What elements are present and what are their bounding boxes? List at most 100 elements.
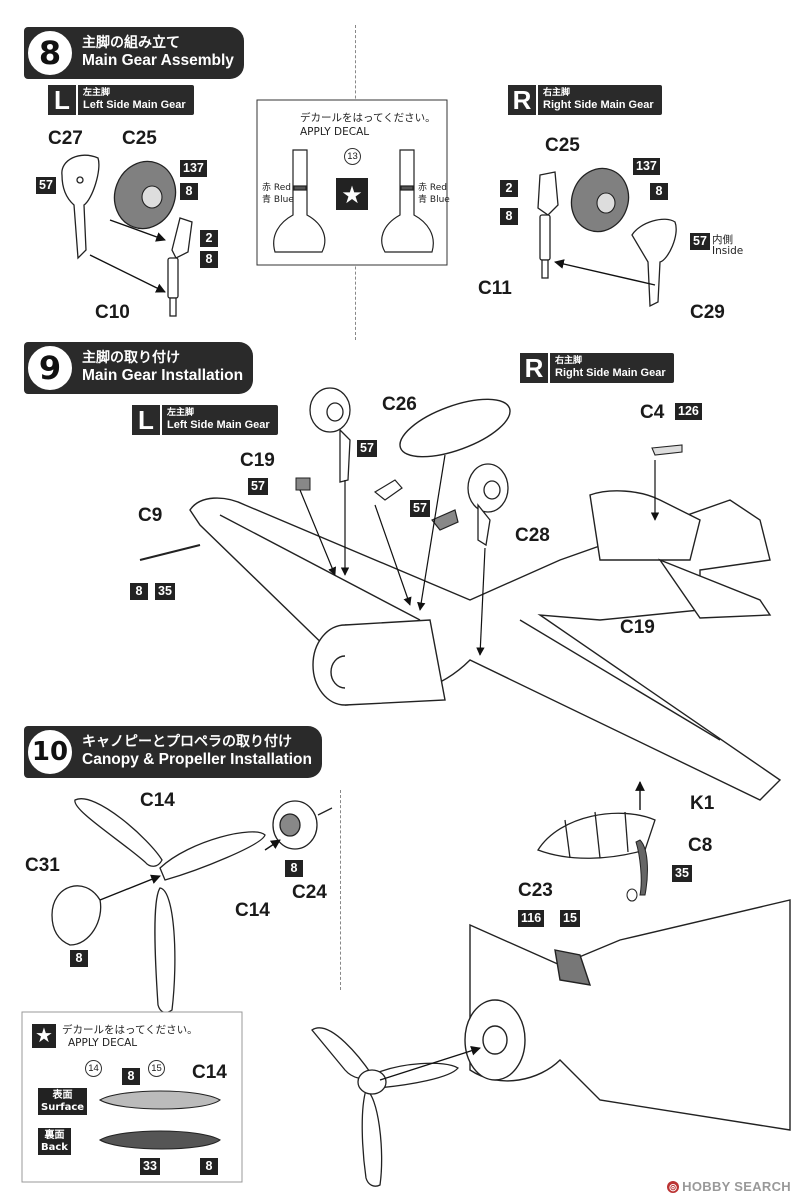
label-c26: C26	[382, 394, 417, 415]
label-c19-a: C19	[240, 450, 275, 471]
badge-8-decal-b: 8	[200, 1158, 218, 1175]
part-c27-left-gear-cover	[61, 154, 100, 260]
badge-57-s9b: 57	[248, 478, 268, 495]
badge-15: 15	[560, 910, 580, 927]
label-c9: C9	[138, 505, 163, 526]
badge-8-decal: 8	[122, 1068, 140, 1085]
decal-blue-left: 青 Blue	[262, 195, 294, 205]
step8-number: 8	[26, 29, 74, 77]
label-c28: C28	[515, 525, 550, 546]
step9-right-tag: R 右主脚 Right Side Main Gear	[520, 353, 674, 383]
step8-left-tag: L 左主脚 Left Side Main Gear	[48, 85, 194, 115]
step9-right-en: Right Side Main Gear	[555, 366, 666, 379]
badge-8-s10a: 8	[70, 950, 88, 967]
surface-en: Surface	[41, 1101, 85, 1113]
step9-title-jp: 主脚の取り付け	[82, 350, 180, 367]
label-c25-right: C25	[545, 135, 580, 156]
star-icon: ★	[32, 1024, 56, 1048]
label-inside-en: Inside	[712, 245, 744, 257]
badge-57-left: 57	[36, 177, 56, 194]
step9-left-gear	[309, 387, 351, 483]
tag-back: 裏面 Back	[38, 1128, 71, 1155]
badge-57-right: 57	[690, 233, 710, 250]
step10-header: 10 キャノピーとプロペラの取り付け Canopy & Propeller In…	[24, 726, 322, 778]
decal-number-15: 15	[148, 1060, 165, 1077]
right-letter: R	[508, 85, 538, 115]
badge-8-s9: 8	[130, 583, 148, 600]
step9-left-jp: 左主脚	[167, 408, 195, 418]
step8-title-jp: 主脚の組み立て	[82, 35, 180, 52]
decal-red-left: 赤 Red	[262, 183, 291, 193]
decal-number-14: 14	[85, 1060, 102, 1077]
badge-137-left: 137	[180, 160, 207, 177]
blade-surface	[98, 1090, 221, 1110]
decal-red-right: 赤 Red	[418, 183, 447, 193]
decal-number-13: 13	[344, 148, 361, 165]
decal-instr-jp-10: デカールをはってください。	[62, 1024, 198, 1036]
svg-text:★: ★	[341, 181, 363, 209]
badge-8-right-b: 8	[500, 208, 518, 225]
step10-title-en: Canopy & Propeller Installation	[82, 751, 312, 769]
label-c14-decal: C14	[192, 1062, 227, 1083]
badge-2-right: 2	[500, 180, 518, 197]
badge-8-right-a: 8	[650, 183, 668, 200]
label-c23: C23	[518, 880, 553, 901]
badge-8-left-b: 8	[200, 251, 218, 268]
blade-back	[98, 1130, 221, 1150]
divider-step10	[340, 790, 341, 990]
prop-blade-upper	[74, 798, 163, 867]
back-jp: 裏面	[44, 1130, 65, 1141]
badge-35-s10: 35	[672, 865, 692, 882]
step8-header: 8 主脚の組み立て Main Gear Assembly	[24, 27, 244, 79]
watermark-text: HOBBY SEARCH	[682, 1179, 791, 1194]
step10-number: 10	[26, 728, 74, 776]
step9-left-en: Left Side Main Gear	[167, 418, 270, 431]
label-c14-a: C14	[140, 790, 175, 811]
part-right-strut	[537, 171, 559, 279]
part-c24-hub	[272, 800, 333, 850]
label-c27: C27	[48, 128, 83, 149]
part-left-strut	[167, 217, 193, 317]
badge-126: 126	[675, 403, 702, 420]
prop-blade-mid	[159, 831, 266, 881]
right-tag-jp: 右主脚	[543, 88, 571, 98]
label-c31: C31	[25, 855, 60, 876]
decal-gear-covers	[273, 149, 434, 253]
surface-jp: 表面	[52, 1090, 73, 1101]
step9-left-letter: L	[132, 405, 162, 435]
label-inside-jp: 内側	[712, 234, 733, 246]
decal-instr-jp-8: デカールをはってください。	[300, 112, 436, 124]
watermark: ◎ HOBBY SEARCH	[667, 1179, 791, 1194]
aircraft-engine-cowl	[312, 619, 446, 706]
badge-33: 33	[140, 1158, 160, 1175]
step8-title-en: Main Gear Assembly	[82, 52, 234, 70]
badge-8-left-a: 8	[180, 183, 198, 200]
label-c19-b: C19	[620, 617, 655, 638]
tag-surface: 表面 Surface	[38, 1088, 88, 1115]
step9-right-gear	[467, 463, 509, 547]
step9-number: 9	[26, 344, 74, 392]
decal-instr-en-10: APPLY DECAL	[68, 1037, 138, 1049]
left-tag-en: Left Side Main Gear	[83, 98, 186, 111]
badge-8-s10b: 8	[285, 860, 303, 877]
back-en: Back	[41, 1141, 68, 1153]
step8-right-tag: R 右主脚 Right Side Main Gear	[508, 85, 662, 115]
step10-aircraft	[464, 899, 791, 1131]
right-tag-en: Right Side Main Gear	[543, 98, 654, 111]
badge-35-s9: 35	[155, 583, 175, 600]
badge-57-s9a: 57	[357, 440, 377, 457]
badge-2-left: 2	[200, 230, 218, 247]
part-c25-left-wheel	[113, 160, 177, 230]
left-letter: L	[48, 85, 78, 115]
decal-star-insignia	[336, 178, 368, 210]
label-c10: C10	[95, 302, 130, 323]
label-k1: K1	[690, 793, 715, 814]
step9-right-letter: R	[520, 353, 550, 383]
watermark-logo-icon: ◎	[667, 1180, 680, 1193]
step9-header: 9 主脚の取り付け Main Gear Installation	[24, 342, 254, 394]
badge-137-right: 137	[633, 158, 660, 175]
label-c8: C8	[688, 835, 713, 856]
step10-propeller	[311, 1027, 459, 1187]
label-c25-left: C25	[122, 128, 157, 149]
